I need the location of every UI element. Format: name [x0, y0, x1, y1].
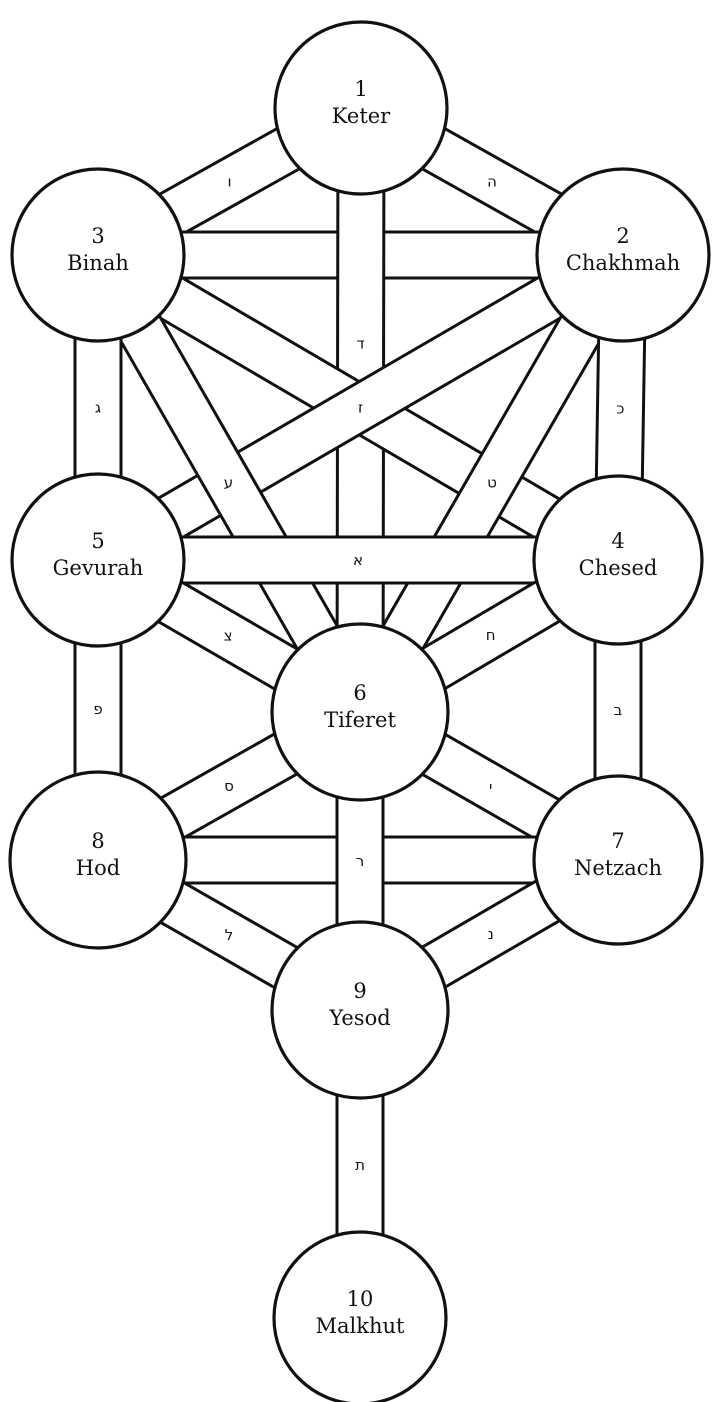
sefira-circle [270, 622, 450, 802]
sefira-number: 6 [353, 681, 366, 705]
sefira-circle [10, 167, 186, 343]
sefira-number: 10 [347, 1287, 374, 1311]
sefira-number: 5 [91, 529, 104, 553]
path-letter: ז [358, 399, 363, 417]
path-letter: נ [488, 925, 494, 943]
path-letter: פ [93, 700, 102, 718]
path-letter: ס [224, 777, 234, 795]
sefira-name: Tiferet [324, 708, 396, 732]
sefira-name: Netzach [574, 856, 662, 880]
sefira-number: 3 [91, 224, 104, 248]
path-letter: י [489, 778, 492, 796]
sefira-name: Hod [76, 856, 120, 880]
sefira-number: 7 [611, 829, 624, 853]
sefira-circle [10, 472, 186, 648]
sefira-name: Chesed [579, 556, 658, 580]
sefira-number: 4 [611, 529, 624, 553]
sefira-name: Keter [332, 104, 391, 128]
path-letter: ת [355, 1156, 365, 1174]
sefira-name: Malkhut [316, 1314, 406, 1338]
path-letter: ה [487, 173, 497, 191]
sefira-number: 1 [354, 77, 367, 101]
sefira-circle [273, 20, 449, 196]
sefira-number: 8 [91, 829, 104, 853]
sefira-circle [532, 474, 704, 646]
sefira-number: 9 [353, 979, 366, 1003]
path-letter: צ [224, 627, 233, 645]
path-letter: ד [356, 335, 364, 353]
sefira-name: Chakhmah [566, 251, 680, 275]
path-letter: ל [225, 926, 234, 944]
path-letter: ג [95, 399, 101, 417]
sefira-number: 2 [616, 224, 629, 248]
path-letter: ב [614, 701, 623, 719]
sefira-circle [270, 920, 450, 1100]
sefira-name: Gevurah [53, 556, 144, 580]
path-letter: ו [227, 173, 231, 191]
sefira-name: Yesod [328, 1006, 390, 1030]
path-letter: ר [356, 852, 364, 870]
path-letter: א [353, 551, 363, 569]
sefira-circle [532, 774, 704, 946]
sefira-name: Binah [67, 251, 129, 275]
sefira-circle [272, 1230, 448, 1402]
path-letter: ע [224, 474, 233, 492]
path-letter: כ [617, 400, 625, 418]
path-letter: ט [487, 474, 497, 492]
path-letter: ח [486, 626, 496, 644]
sefira-circle [8, 770, 188, 950]
sefira-circle [535, 167, 711, 343]
